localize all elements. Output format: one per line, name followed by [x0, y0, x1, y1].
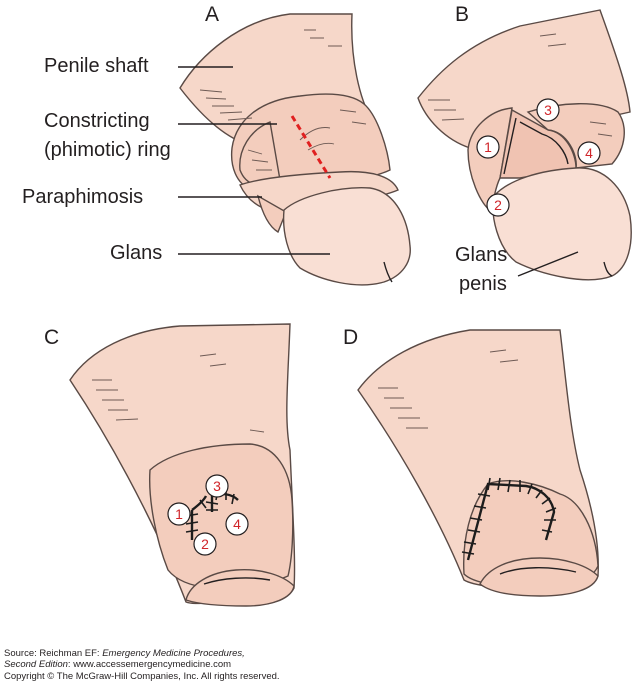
svg-text:4: 4 — [585, 145, 593, 161]
panel-c-illustration — [69, 323, 296, 607]
panel-label-d: D — [343, 326, 358, 349]
label-constricting-line2: (phimotic) ring — [44, 139, 171, 161]
glans-penis-leader — [517, 251, 579, 277]
panel-b-illustration — [417, 9, 632, 281]
source-citation: Source: Reichman EF: Emergency Medicine … — [4, 648, 245, 659]
panel-label-a: A — [205, 3, 219, 26]
svg-text:3: 3 — [544, 102, 552, 118]
marker-c-2: 2 — [193, 532, 217, 556]
label-paraphimosis: Paraphimosis — [22, 186, 143, 208]
panel-label-c: C — [44, 326, 59, 349]
marker-c-1: 1 — [167, 502, 191, 526]
svg-text:2: 2 — [494, 197, 502, 213]
panel-d-illustration — [357, 329, 599, 597]
panel-label-b: B — [455, 3, 469, 26]
label-glans-penis-line1: Glans — [455, 244, 507, 266]
panel-a-illustration — [179, 13, 411, 286]
marker-b-1: 1 — [476, 135, 500, 159]
marker-b-3: 3 — [536, 98, 560, 122]
svg-text:2: 2 — [201, 536, 209, 552]
svg-text:1: 1 — [175, 506, 183, 522]
label-constricting-line1: Constricting — [44, 110, 150, 132]
label-penile-shaft: Penile shaft — [44, 55, 149, 77]
svg-text:3: 3 — [213, 478, 221, 494]
svg-text:1: 1 — [484, 139, 492, 155]
copyright-notice: Copyright © The McGraw-Hill Companies, I… — [4, 671, 280, 682]
source-edition-url: Second Edition: www.accessemergencymedic… — [4, 659, 232, 670]
marker-c-4: 4 — [225, 512, 249, 536]
svg-text:4: 4 — [233, 516, 241, 532]
marker-b-2: 2 — [486, 193, 510, 217]
label-glans: Glans — [110, 242, 162, 264]
label-glans-penis-line2: penis — [459, 273, 507, 295]
marker-b-4: 4 — [577, 141, 601, 165]
marker-c-3: 3 — [205, 474, 229, 498]
